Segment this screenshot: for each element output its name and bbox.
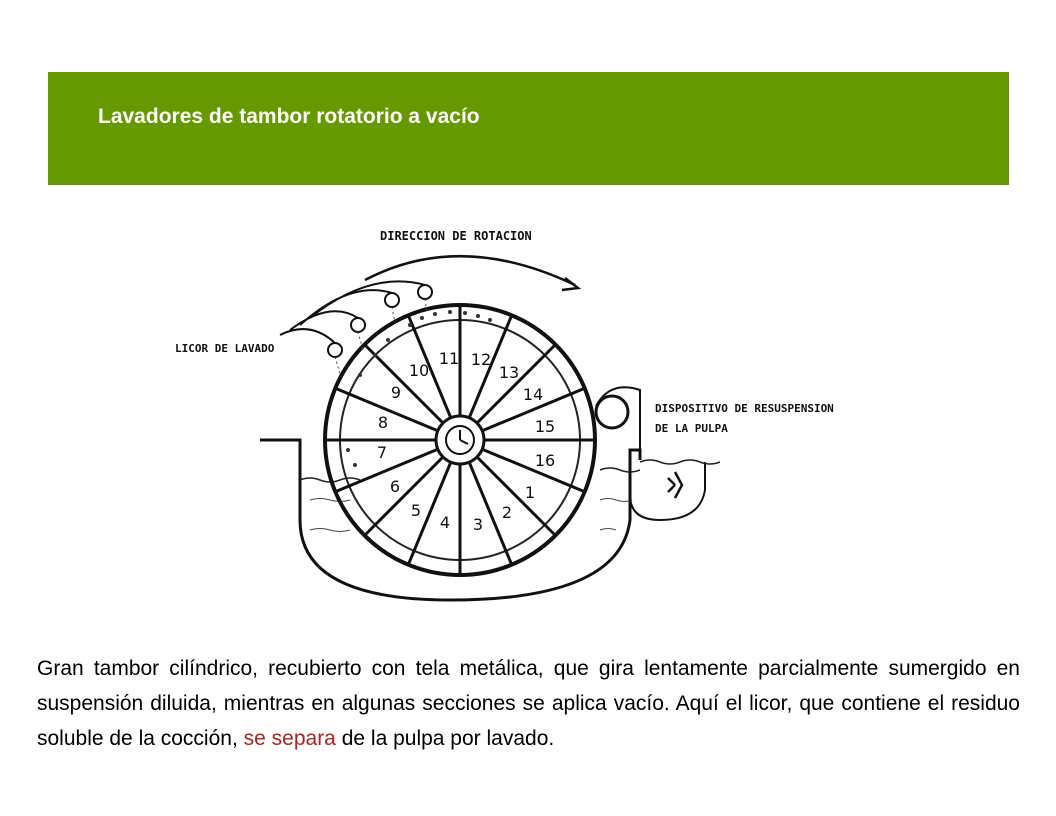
section-label-3: 3 [473,515,483,534]
section-label-16: 16 [535,451,555,470]
title-banner: Lavadores de tambor rotatorio a vacío [48,72,1009,185]
section-labels: 1 2 3 4 5 6 7 8 9 10 11 12 13 14 15 16 [377,349,555,534]
caption-text-2: de la pulpa por lavado. [335,727,555,750]
repulper-surface [639,459,721,465]
section-label-12: 12 [471,350,491,369]
repulper-roller [594,394,630,430]
section-label-8: 8 [378,413,388,432]
rotation-arrowhead [561,277,582,292]
section-label-2: 2 [502,503,512,522]
repulper-tank [629,450,706,522]
description-paragraph: Gran tambor cilíndrico, recubierto con t… [37,651,1020,756]
wash-nozzle [384,292,400,308]
section-label-7: 7 [377,443,387,462]
section-label-10: 10 [409,361,429,380]
repulper-chute [595,386,641,450]
wash-nozzle [350,317,366,333]
wash-nozzle [417,284,433,300]
agitator-icon [667,471,684,499]
rotation-arrow [364,255,576,287]
drum-washer-diagram: 1 2 3 4 5 6 7 8 9 10 11 12 13 14 15 16 D… [160,200,900,605]
section-label-4: 4 [440,513,450,532]
axle-marker [459,430,469,445]
section-label-1: 1 [525,483,535,502]
wash-liquor-pipes [279,280,426,344]
section-label-13: 13 [499,363,519,382]
section-label-15: 15 [535,417,555,436]
section-label-6: 6 [390,477,400,496]
section-label-14: 14 [523,385,543,404]
section-label-9: 9 [391,383,401,402]
device-label-line2: DE LA PULPA [655,422,728,435]
vat-outline [260,438,642,602]
device-label-line1: DISPOSITIVO DE RESUSPENSION [655,402,834,415]
caption-highlight: se separa [243,727,336,750]
drum [323,303,597,577]
wash-spray [334,298,428,378]
section-label-5: 5 [411,501,421,520]
section-label-11: 11 [439,349,459,368]
wash-nozzle [327,342,343,358]
caption-text-1: Gran tambor cilíndrico, recubierto con t… [37,657,1020,750]
pulp-mat-dots [346,310,492,467]
wash-liquor-label: LICOR DE LAVADO [175,342,275,355]
liquid-waves [309,498,633,532]
rotation-label: DIRECCION DE ROTACION [380,229,532,243]
slide-title: Lavadores de tambor rotatorio a vacío [98,105,480,128]
diagram-svg: 1 2 3 4 5 6 7 8 9 10 11 12 13 14 15 16 D… [175,229,834,602]
